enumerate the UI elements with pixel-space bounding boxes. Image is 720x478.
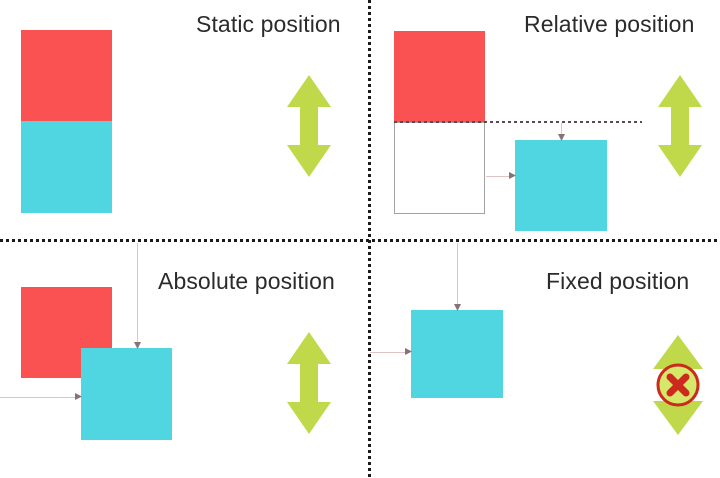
absolute-left-offset-arrowhead [75, 393, 82, 400]
relative-ghost-block [394, 122, 485, 214]
relative-horizontal-offset-line [486, 176, 513, 177]
absolute-title: Absolute position [158, 268, 335, 294]
fixed-left-offset-arrowhead [405, 348, 412, 355]
up-down-arrow-icon-absolute [284, 330, 334, 436]
fixed-top-offset-line [457, 243, 458, 307]
relative-cyan-block [515, 140, 607, 231]
blocked-up-down-arrow-icon-fixed [650, 333, 706, 437]
relative-red-block [394, 31, 485, 122]
fixed-cyan-block [411, 310, 503, 398]
absolute-top-offset-arrowhead [134, 342, 141, 349]
relative-vertical-offset-line [561, 123, 562, 137]
absolute-left-offset-line [0, 397, 79, 398]
static-cyan-block [21, 121, 112, 213]
relative-vertical-offset-arrowhead [558, 134, 565, 141]
relative-horizontal-offset-arrowhead [509, 172, 516, 179]
static-red-block [21, 30, 112, 121]
absolute-top-offset-line [137, 243, 138, 345]
relative-title: Relative position [524, 11, 695, 37]
fixed-top-offset-arrowhead [454, 304, 461, 311]
static-title: Static position [196, 11, 341, 37]
fixed-title: Fixed position [546, 268, 690, 294]
horizontal-divider [0, 239, 720, 242]
up-down-arrow-icon-relative [655, 73, 705, 179]
absolute-cyan-block [81, 348, 172, 440]
up-down-arrow-icon-static [284, 73, 334, 179]
fixed-left-offset-line [370, 352, 409, 353]
relative-offset-baseline [394, 121, 642, 123]
